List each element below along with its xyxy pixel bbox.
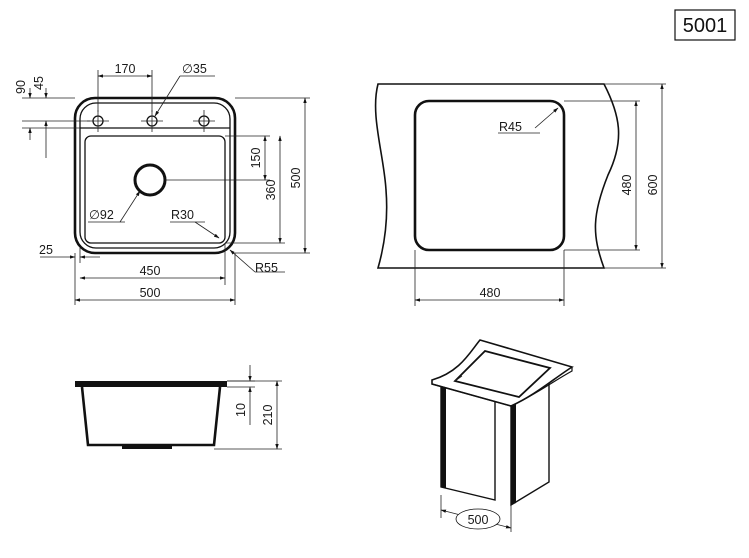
dim-drain-diameter: ∅92	[89, 208, 114, 222]
dim-cabinet-depth: 600	[646, 175, 660, 196]
dim-outer-radius: R55	[255, 261, 278, 275]
model-number: 5001	[683, 15, 728, 37]
dim-rim-width: 25	[39, 243, 53, 257]
dim-sink-depth: 210	[261, 405, 275, 426]
bowl-outline	[84, 135, 226, 244]
sink-bowl-section	[80, 386, 222, 447]
cabinet-view: 500	[431, 339, 574, 532]
top-view: 170 ∅35 90 45 150 360 500 ∅92	[14, 62, 310, 305]
drain-outlet-section	[122, 445, 172, 449]
sink-outer-outline	[73, 96, 237, 255]
dim-overall-depth: 500	[289, 168, 303, 189]
sink-rim-section	[75, 381, 227, 387]
dim-cutout-width: 480	[480, 286, 501, 300]
cutout-view: R45 480 600 480	[374, 83, 666, 306]
cutout-opening	[413, 99, 566, 252]
dim-inner-radius: R30	[171, 208, 194, 222]
dim-90: 90	[14, 80, 28, 94]
cabinet-left-panel	[440, 384, 496, 501]
dim-tap-hole-diameter: ∅35	[182, 62, 207, 76]
dim-rim-thickness: 10	[234, 403, 248, 417]
sink-rim-outline	[79, 102, 231, 249]
dim-bowl-depth: 360	[264, 180, 278, 201]
countertop-opening	[453, 349, 552, 398]
dim-cabinet-width: 500	[468, 513, 489, 527]
dim-overall-width: 500	[140, 286, 161, 300]
model-number-box: 5001	[674, 9, 736, 41]
dim-45: 45	[32, 76, 46, 90]
section-view: 10 210	[75, 365, 282, 450]
dim-bowl-width: 450	[140, 264, 161, 278]
dim-cutout-height: 480	[620, 175, 634, 196]
dim-drain-offset: 150	[249, 148, 263, 169]
dim-corner-radius: R45	[499, 120, 522, 134]
drain-hole	[133, 163, 167, 197]
dim-hole-spacing: 170	[115, 62, 136, 76]
